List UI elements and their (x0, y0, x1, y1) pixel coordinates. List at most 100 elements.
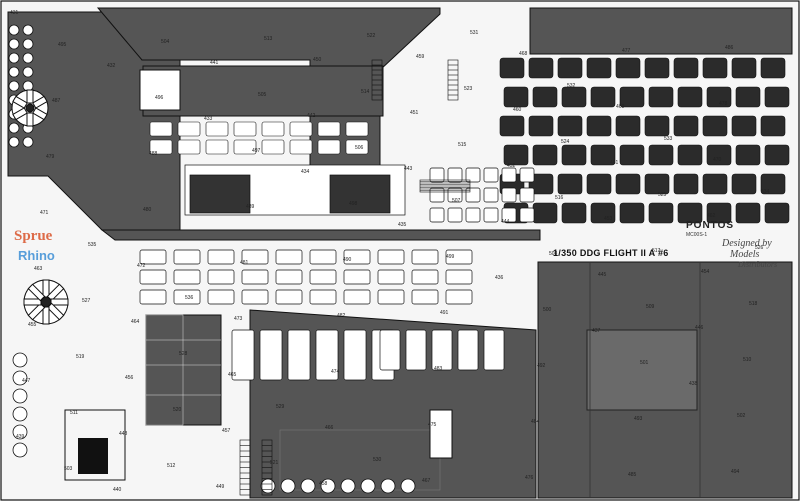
vent-grille (648, 202, 674, 224)
grille-frame (317, 121, 341, 137)
bridge-window (189, 174, 251, 214)
maker-line-2: Models (730, 249, 760, 260)
round-part (12, 370, 28, 386)
part-number: 448 (119, 431, 128, 437)
part-number: 470 (713, 157, 722, 163)
small-part (139, 269, 167, 285)
part-number: 444 (501, 219, 510, 225)
part-number: 460 (513, 107, 522, 113)
part-number: 432 (107, 63, 116, 69)
vent-grille (735, 144, 761, 166)
dark-block-bottom (78, 438, 108, 474)
vent-grille (760, 57, 786, 79)
vent-grille (619, 144, 645, 166)
part-number: 505 (258, 92, 267, 98)
part-number: 480 (143, 207, 152, 213)
part-number: 453 (604, 216, 613, 222)
small-part (309, 269, 337, 285)
part-number: 443 (404, 166, 413, 172)
vent-grille (528, 115, 554, 137)
vent-grille-grid (149, 57, 790, 224)
long-part (287, 329, 311, 381)
small-part (309, 249, 337, 265)
vent-grille (764, 202, 790, 224)
round-part (340, 478, 356, 494)
grille-frame (205, 121, 229, 137)
grille-frame (317, 139, 341, 155)
small-part (447, 187, 463, 203)
round-part (8, 80, 20, 92)
vent-grille (590, 144, 616, 166)
round-part (8, 66, 20, 78)
vent-grille (644, 115, 670, 137)
part-number: 536 (185, 295, 194, 301)
small-part (139, 249, 167, 265)
part-number: 531 (470, 30, 479, 36)
part-number: 481 (240, 260, 249, 266)
small-part (501, 167, 517, 183)
vent-grille (557, 115, 583, 137)
part-number: 464 (131, 319, 140, 325)
maker-line-1: Designed by (722, 238, 772, 249)
small-part (173, 249, 201, 265)
vent-grille (590, 86, 616, 108)
long-part (315, 329, 339, 381)
rotor-blade (12, 95, 28, 109)
part-number: 489 (246, 204, 255, 210)
round-part (260, 478, 276, 494)
round-part (8, 122, 20, 134)
part-number: 469 (616, 104, 625, 110)
rotor-blade (42, 306, 50, 325)
part-number: 463 (34, 266, 43, 272)
vent-grille (673, 57, 699, 79)
watermark-line-2: Rhino (18, 248, 55, 263)
part-number: 482 (337, 313, 346, 319)
small-part (501, 207, 517, 223)
part-number: 461 (610, 160, 619, 166)
part-number: 450 (313, 57, 322, 63)
vent-grille (590, 202, 616, 224)
deck-plate-top-middle (142, 65, 384, 117)
part-number: 528 (179, 351, 188, 357)
part-number: 475 (428, 422, 437, 428)
vent-grille (503, 144, 529, 166)
vent-grille (648, 86, 674, 108)
brand-name: PONTOS (686, 220, 735, 231)
part-number: 519 (76, 354, 85, 360)
vent-grille (702, 173, 728, 195)
long-part (483, 329, 505, 371)
part-number: 437 (592, 328, 601, 334)
part-number: 433 (204, 116, 213, 122)
vent-grille (586, 57, 612, 79)
part-number: 502 (737, 413, 746, 419)
long-part (259, 329, 283, 381)
vent-grille (532, 202, 558, 224)
vent-grille (764, 86, 790, 108)
small-part (343, 269, 371, 285)
small-part (445, 289, 473, 305)
maker-line-3: Distributors (738, 260, 778, 269)
part-number: 452 (507, 163, 516, 169)
part-number: 467 (422, 478, 431, 484)
part-number: 462 (707, 213, 716, 219)
part-number: 503 (64, 466, 73, 472)
part-number: 525 (658, 192, 667, 198)
part-number: 530 (373, 457, 382, 463)
part-number: 477 (622, 48, 631, 54)
part-number: 490 (343, 257, 352, 263)
part-number: 515 (458, 142, 467, 148)
part-number: 468 (519, 51, 528, 57)
grille-frame (261, 121, 285, 137)
part-number: 485 (628, 472, 637, 478)
small-part (445, 249, 473, 265)
small-parts-center (139, 164, 535, 381)
part-number: 506 (355, 145, 364, 151)
grille-frame (345, 139, 369, 155)
part-number: 465 (228, 372, 237, 378)
small-part (465, 207, 481, 223)
part-number: 520 (173, 407, 182, 413)
part-number: 478 (719, 101, 728, 107)
round-part (400, 478, 416, 494)
vent-grille (615, 173, 641, 195)
